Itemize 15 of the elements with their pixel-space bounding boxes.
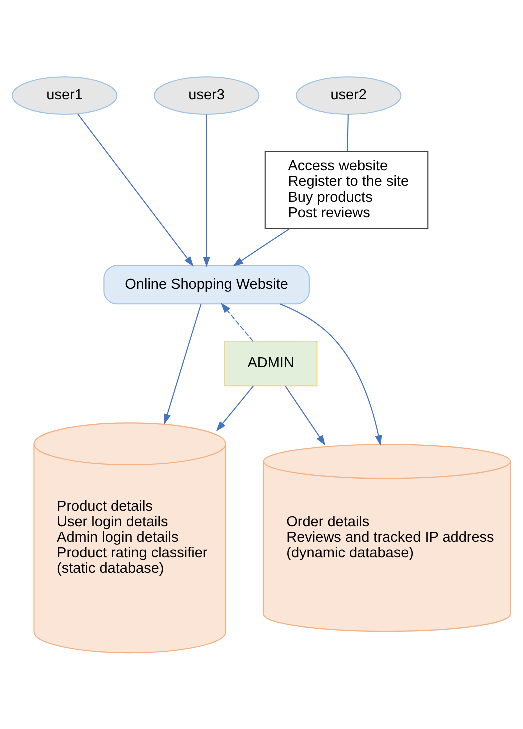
node-ellipse: user2: [296, 76, 402, 114]
arrow: [285, 386, 326, 446]
arrow: [233, 228, 291, 266]
connector: [347, 114, 349, 152]
arrow: [216, 385, 254, 432]
arrow: [221, 302, 254, 342]
node-box: Online Shopping Website: [104, 264, 310, 304]
arrow: [280, 303, 382, 446]
node-ellipse: user3: [154, 76, 260, 114]
node-box: Access website Register to the site Buy products Post reviews: [264, 150, 429, 228]
node-ellipse: user1: [12, 76, 118, 114]
arrow: [164, 304, 202, 424]
arrow: [78, 113, 194, 266]
arrow: [203, 114, 210, 267]
node-box: ADMIN: [224, 340, 318, 386]
